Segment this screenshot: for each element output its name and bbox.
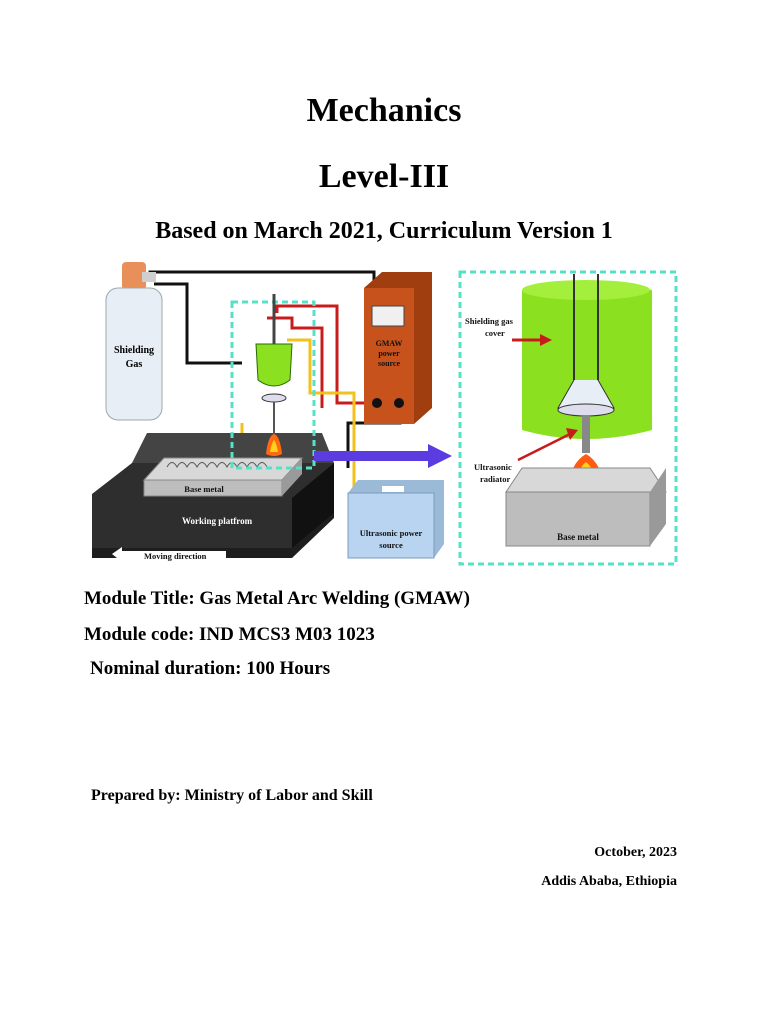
- ultrasonic-power-label-2: source: [379, 540, 403, 550]
- page-title: Mechanics: [306, 92, 462, 129]
- gmaw-label-3: source: [378, 359, 401, 368]
- working-platform-label: Working platfrom: [182, 516, 253, 526]
- gmaw-label-1: GMAW: [376, 339, 403, 348]
- document-location: Addis Ababa, Ethiopia: [541, 874, 677, 889]
- module-code: Module code: IND MCS3 M03 1023: [84, 624, 375, 645]
- zoom-detail: Base metal Shielding gas cover Ultrasoni…: [458, 270, 678, 566]
- shielding-gas-cylinder: Shielding Gas: [105, 262, 163, 421]
- gmaw-power-source: GMAW power source: [364, 272, 432, 424]
- shielding-gas-label-1: Shielding: [114, 345, 154, 356]
- document-date: October, 2023: [594, 845, 677, 860]
- base-metal-zoom-label: Base metal: [557, 532, 599, 542]
- moving-direction-label: Moving direction: [144, 551, 207, 561]
- shielding-gas-label-2: Gas: [126, 359, 143, 370]
- base-metal-label: Base metal: [184, 484, 224, 494]
- base-metal-plate: Base metal: [142, 457, 304, 497]
- module-title: Module Title: Gas Metal Arc Welding (GMA…: [84, 588, 470, 609]
- nominal-duration: Nominal duration: 100 Hours: [90, 658, 331, 679]
- welding-torch: [230, 294, 316, 470]
- curriculum-subtitle: Based on March 2021, Curriculum Version …: [155, 218, 613, 244]
- shielding-gas-cover-label-2: cover: [485, 328, 505, 338]
- gmaw-setup-figure: Shielding Gas GMAW power source Working …: [92, 262, 678, 566]
- zoom-arrow: [314, 444, 452, 468]
- ultrasonic-radiator-label-2: radiator: [480, 474, 510, 484]
- shielding-gas-cover-label-1: Shielding gas: [465, 316, 514, 326]
- working-platform: Working platfrom Moving direction: [92, 433, 334, 562]
- gmaw-label-2: power: [378, 349, 400, 358]
- prepared-by: Prepared by: Ministry of Labor and Skill: [91, 787, 373, 804]
- ultrasonic-radiator-label-1: Ultrasonic: [474, 462, 512, 472]
- ultrasonic-power-source: Ultrasonic power source: [347, 480, 444, 559]
- level-heading: Level-III: [318, 158, 450, 195]
- ultrasonic-power-label-1: Ultrasonic power: [360, 528, 423, 538]
